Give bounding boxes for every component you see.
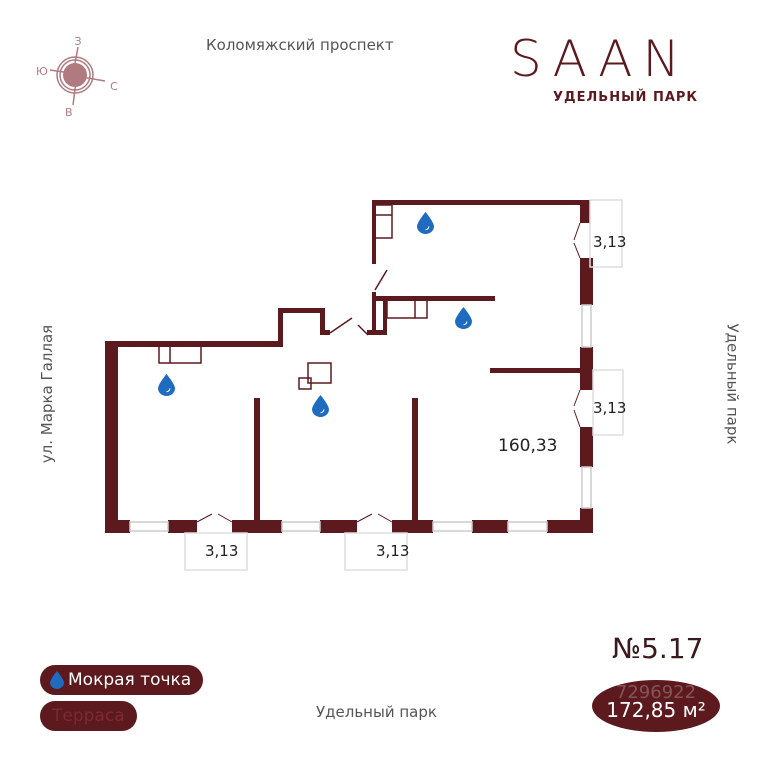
- compass-south-label: Ю: [36, 65, 48, 78]
- terrace-area-label: 3,13: [593, 233, 626, 251]
- unit-number: №5.17: [612, 632, 704, 665]
- terrace-area-label: 3,13: [376, 542, 409, 560]
- area-badge: 7296922 172,85 м²: [592, 680, 720, 732]
- water-drop-icon: [50, 671, 64, 689]
- water-drop-icon: [455, 307, 472, 329]
- watermark: 7296922: [615, 682, 697, 703]
- compass-north-label: С: [110, 80, 118, 93]
- compass-east-label: В: [65, 106, 73, 119]
- terrace-area-label: 3,13: [205, 542, 238, 560]
- water-drop-icon: [158, 374, 175, 396]
- legend-wet-point: Мокрая точка: [40, 665, 204, 695]
- fixtures: [129, 199, 624, 571]
- legend-wet-point-label: Мокрая точка: [68, 670, 192, 690]
- logo-subtitle: УДЕЛЬНЫЙ ПАРК: [553, 90, 699, 105]
- water-drop-icon: [312, 395, 329, 417]
- main-area-label: 160,33: [498, 436, 557, 456]
- terrace-area-label: 3,13: [593, 399, 626, 417]
- floor-plan: 160,33 3,13 3,13 3,13 3,13: [105, 199, 626, 571]
- water-drop-icon: [417, 212, 434, 234]
- total-area: 172,85 м²: [606, 698, 706, 722]
- compass-west-label: З: [74, 35, 81, 48]
- legend-terrace: Терраса: [40, 701, 137, 731]
- street-bottom: Удельный парк: [316, 703, 437, 721]
- legend-terrace-label: Терраса: [52, 706, 125, 726]
- logo: SAAN: [510, 30, 690, 88]
- street-top: Коломяжский проспект: [206, 36, 394, 54]
- compass: З Ю С: [36, 35, 118, 105]
- walls: [105, 200, 593, 533]
